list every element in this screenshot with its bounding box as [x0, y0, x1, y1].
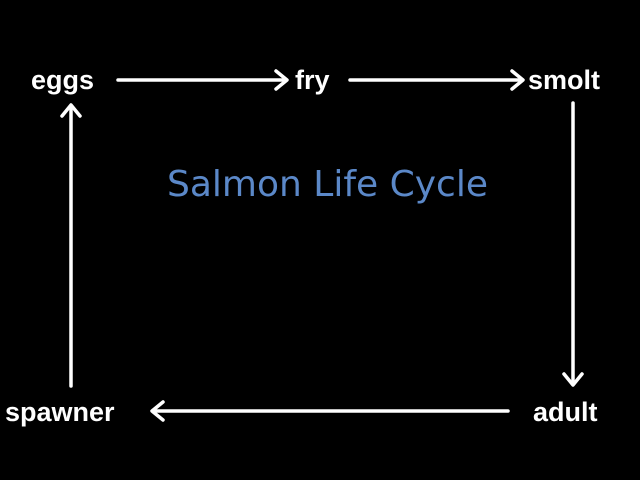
diagram-title: Salmon Life Cycle [167, 164, 488, 205]
arrow-fry-to-smolt [348, 69, 525, 91]
arrow-smolt-to-adult [562, 101, 584, 387]
arrow-spawner-to-eggs [60, 103, 82, 388]
stage-smolt: smolt [528, 65, 601, 95]
stage-spawner: spawner [5, 397, 115, 427]
arrow-adult-to-spawner [150, 400, 510, 422]
arrow-eggs-to-fry [116, 69, 289, 91]
stage-adult: adult [533, 397, 598, 427]
stage-fry: fry [295, 65, 330, 95]
stage-eggs: eggs [31, 65, 95, 95]
